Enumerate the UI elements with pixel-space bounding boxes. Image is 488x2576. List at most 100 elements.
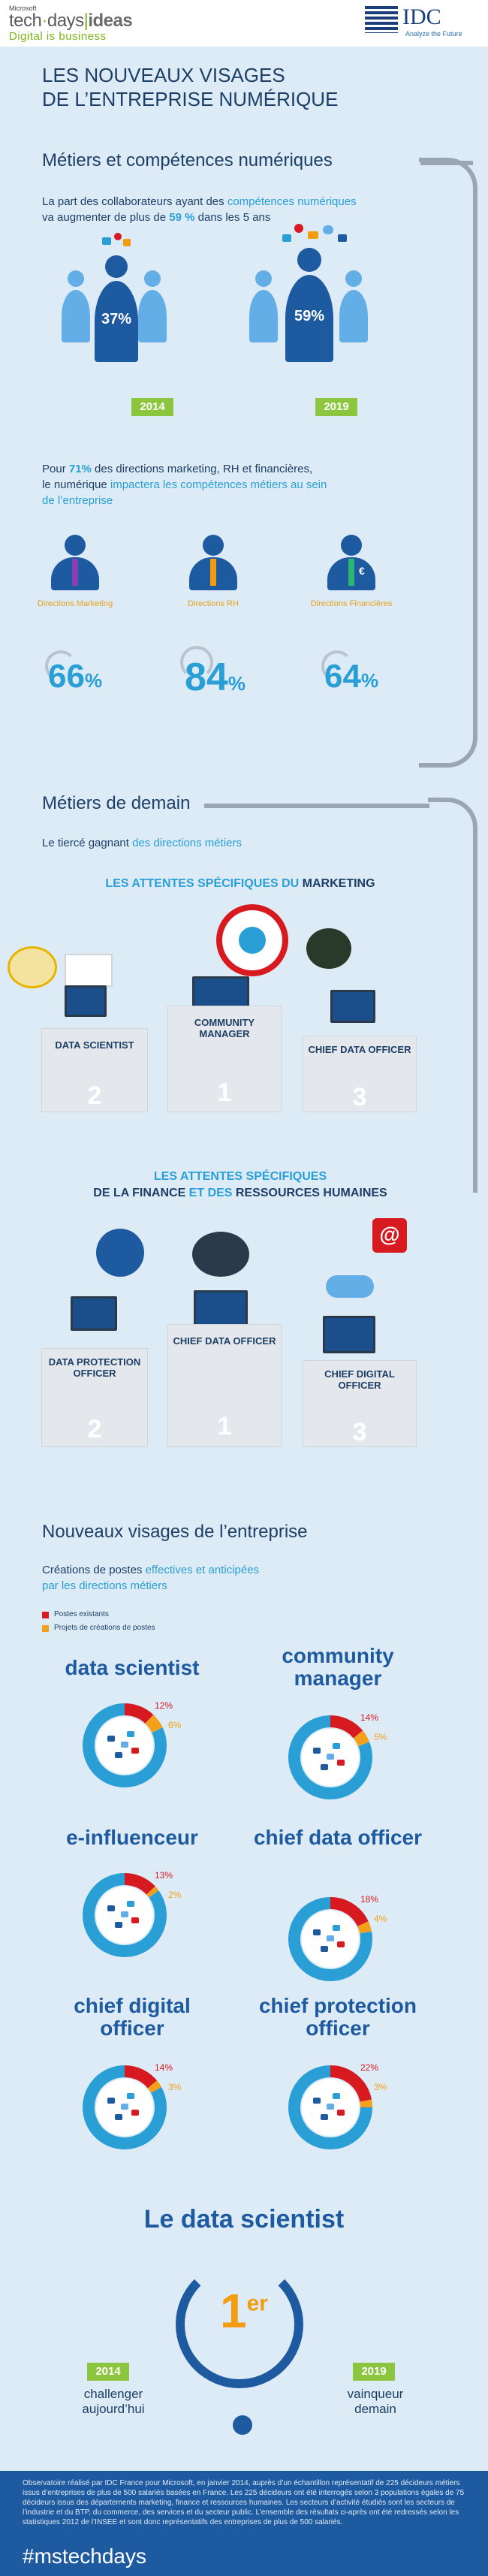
donut-segment-projects — [146, 1886, 159, 1898]
new-faces-intro: Créations de postes effectives et antici… — [42, 1562, 259, 1594]
caption-line: challenger — [83, 2387, 143, 2401]
pct-projects: 5% — [374, 1732, 387, 1742]
podium-3: CHIEF DIGITAL OFFICER 3 — [303, 1361, 416, 1446]
podium-rank: 3 — [352, 1418, 367, 1446]
donut-chart — [288, 1897, 372, 1981]
digital-icon — [313, 1748, 321, 1754]
winner-text: vainqueur demain — [338, 2387, 413, 2417]
title-line-2: DE L’ENTREPRISE NUMÉRIQUE — [42, 88, 339, 110]
donut-segment-rest — [83, 1703, 167, 1787]
people-group-2019: 59% — [248, 224, 375, 398]
tie-icon — [72, 559, 78, 586]
digital-icon — [115, 1922, 122, 1928]
digital-devices-icon — [282, 224, 350, 246]
legend-swatch-existing — [42, 1612, 49, 1618]
lock-icon — [96, 1229, 144, 1277]
digital-icon — [313, 1929, 321, 1935]
direction-rh: Directions RH — [161, 535, 266, 625]
digital-icon — [313, 2098, 321, 2104]
idc-tagline: Analyze the Future — [405, 30, 462, 38]
year-badge-2019: 2019 — [315, 398, 357, 416]
podium-rank: 1 — [217, 1412, 232, 1440]
section-title-future-jobs: Métiers de demain — [42, 793, 191, 813]
podium-label: CHIEF DIGITAL OFFICER — [324, 1368, 395, 1391]
donut-segment-existing — [124, 1873, 155, 1895]
donut-segment-existing — [330, 1897, 369, 1927]
donut-segment-projects — [147, 2080, 162, 2093]
pct-existing: 22% — [360, 2062, 379, 2073]
podium-label: DATA PROTECTION OFFICER — [48, 1356, 141, 1379]
donut-segment-rest — [288, 1897, 372, 1981]
pct-2019: 59% — [294, 308, 325, 324]
euro-icon: € — [359, 565, 365, 577]
podium-rank: 2 — [87, 1081, 102, 1110]
podium-label: CHIEF DATA OFFICER — [173, 1335, 276, 1347]
digital-devices-icon — [102, 233, 132, 251]
heading-text: LES ATTENTES SPÉCIFIQUES DU — [105, 877, 303, 890]
intro-highlight: des directions métiers — [132, 837, 242, 849]
brand-days: days — [47, 11, 84, 31]
section-title-new-faces: Nouveaux visages de l’entreprise — [42, 1522, 308, 1542]
donut-chart — [288, 1715, 372, 1799]
donut-segment-rest — [83, 2065, 167, 2149]
podium-2: DATA PROTECTION OFFICER 2 — [42, 1349, 147, 1446]
pct-existing: 13% — [155, 1870, 173, 1881]
hashtag[interactable]: #mstechdays — [23, 2544, 146, 2568]
digital-icon — [337, 2110, 345, 2116]
donut-segment-projects — [145, 1715, 163, 1733]
person-icon — [255, 270, 272, 287]
donut-segment-existing — [124, 2065, 158, 2089]
intro-highlight: par les directions métiers — [42, 1579, 167, 1592]
podium-rank: 1 — [217, 1078, 232, 1107]
pct-2014: 37% — [101, 311, 132, 327]
section-bracket — [419, 158, 477, 768]
pct-projects: 2% — [168, 1890, 182, 1900]
brain-icon — [192, 1232, 249, 1277]
digital-icon — [121, 2104, 128, 2110]
challenger-text: challenger aujourd’hui — [72, 2387, 155, 2417]
section-bracket — [428, 798, 477, 1193]
donut-segment-rest — [288, 2065, 372, 2149]
community-icon — [306, 928, 351, 969]
idc-logo-text[interactable]: IDC — [402, 5, 441, 29]
role-title: e-influenceur — [66, 1826, 198, 1849]
donut-chart — [83, 2065, 167, 2149]
heading-emph: RESSOURCES HUMAINES — [235, 1187, 387, 1199]
digital-icon — [321, 1946, 328, 1952]
title-line-1: LES NOUVEAUX VISAGES — [42, 64, 285, 86]
person-icon — [144, 270, 161, 287]
digital-icon — [327, 2104, 334, 2110]
heading-line: DE LA FINANCE ET DES RESSOURCES HUMAINES — [30, 1185, 450, 1202]
bracket-top — [204, 804, 429, 808]
podium-label: CHIEF DATA OFFICER — [308, 1044, 411, 1055]
pct-existing: 18% — [360, 1894, 379, 1905]
podium-label: COMMUNITY MANAGER — [194, 1017, 255, 1039]
monitor-icon — [65, 985, 107, 1017]
intro-text: Pour — [42, 463, 69, 475]
person-icon — [285, 275, 333, 362]
rank-sup: er — [246, 2291, 268, 2316]
direction-label: Directions Marketing — [37, 599, 113, 608]
person-icon — [249, 290, 278, 342]
intro-text: des directions marketing, RH et financiè… — [91, 463, 313, 475]
intro-text: le numérique — [42, 478, 110, 491]
intro-highlight: effectives et anticipées — [145, 1564, 260, 1576]
digital-icon — [121, 1911, 128, 1917]
pct-existing: 14% — [360, 1712, 379, 1723]
digital-icon — [115, 1752, 122, 1758]
intro-highlight: impactera les compétences métiers au sei… — [110, 478, 327, 491]
heading-emph: FINANCE — [132, 1187, 186, 1199]
digital-icon — [337, 1760, 345, 1766]
digital-icon — [127, 1731, 134, 1737]
digital-icon — [327, 1935, 334, 1941]
chart-analytics-icon — [8, 946, 57, 988]
circle-arc-icon — [321, 650, 353, 682]
role-title: data scientist — [65, 1656, 200, 1679]
techdays-logo[interactable]: tech·days|ideas — [9, 11, 133, 32]
person-icon — [345, 270, 362, 287]
tie-icon — [210, 559, 216, 586]
pie-chart-icon — [65, 954, 113, 987]
